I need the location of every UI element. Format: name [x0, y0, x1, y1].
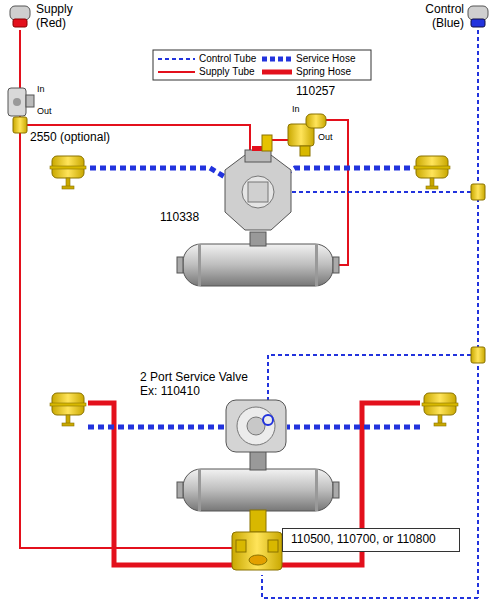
control-gladhand: [468, 6, 488, 27]
service-hoses: [88, 168, 420, 427]
part-number: 2550 (optional): [30, 130, 110, 144]
part-number: Ex: 110410: [138, 384, 202, 398]
legend-text: Control Tube: [199, 53, 256, 65]
port-label: Out: [318, 132, 333, 142]
control-tubes: [262, 30, 478, 598]
service-valve: [226, 400, 286, 470]
part-number: 110257: [296, 84, 335, 98]
relay-valve: [225, 146, 291, 246]
supply-gladhand: [10, 6, 30, 27]
port-label: Out: [37, 106, 52, 116]
legend-text: Supply Tube: [199, 66, 255, 78]
spring-brake-valve: [232, 510, 282, 570]
part-name: 2 Port Service Valve: [138, 370, 250, 384]
port-label: In: [292, 104, 300, 114]
legend-text: Service Hose: [296, 53, 355, 65]
valve-2550: [8, 88, 34, 116]
port-label: Supply (Red): [36, 2, 82, 30]
port-label: Control (Blue): [416, 2, 464, 30]
part-box: 110500, 110700, or 110800: [282, 528, 460, 552]
part-number: 110500, 110700, or 110800: [291, 532, 451, 546]
valve-110257: [262, 114, 326, 156]
legend-box: [153, 50, 371, 80]
port-label: In: [37, 84, 45, 94]
supply-tubes: [20, 30, 348, 548]
part-number: 110338: [160, 210, 199, 224]
legend-text: Spring Hose: [296, 66, 351, 78]
